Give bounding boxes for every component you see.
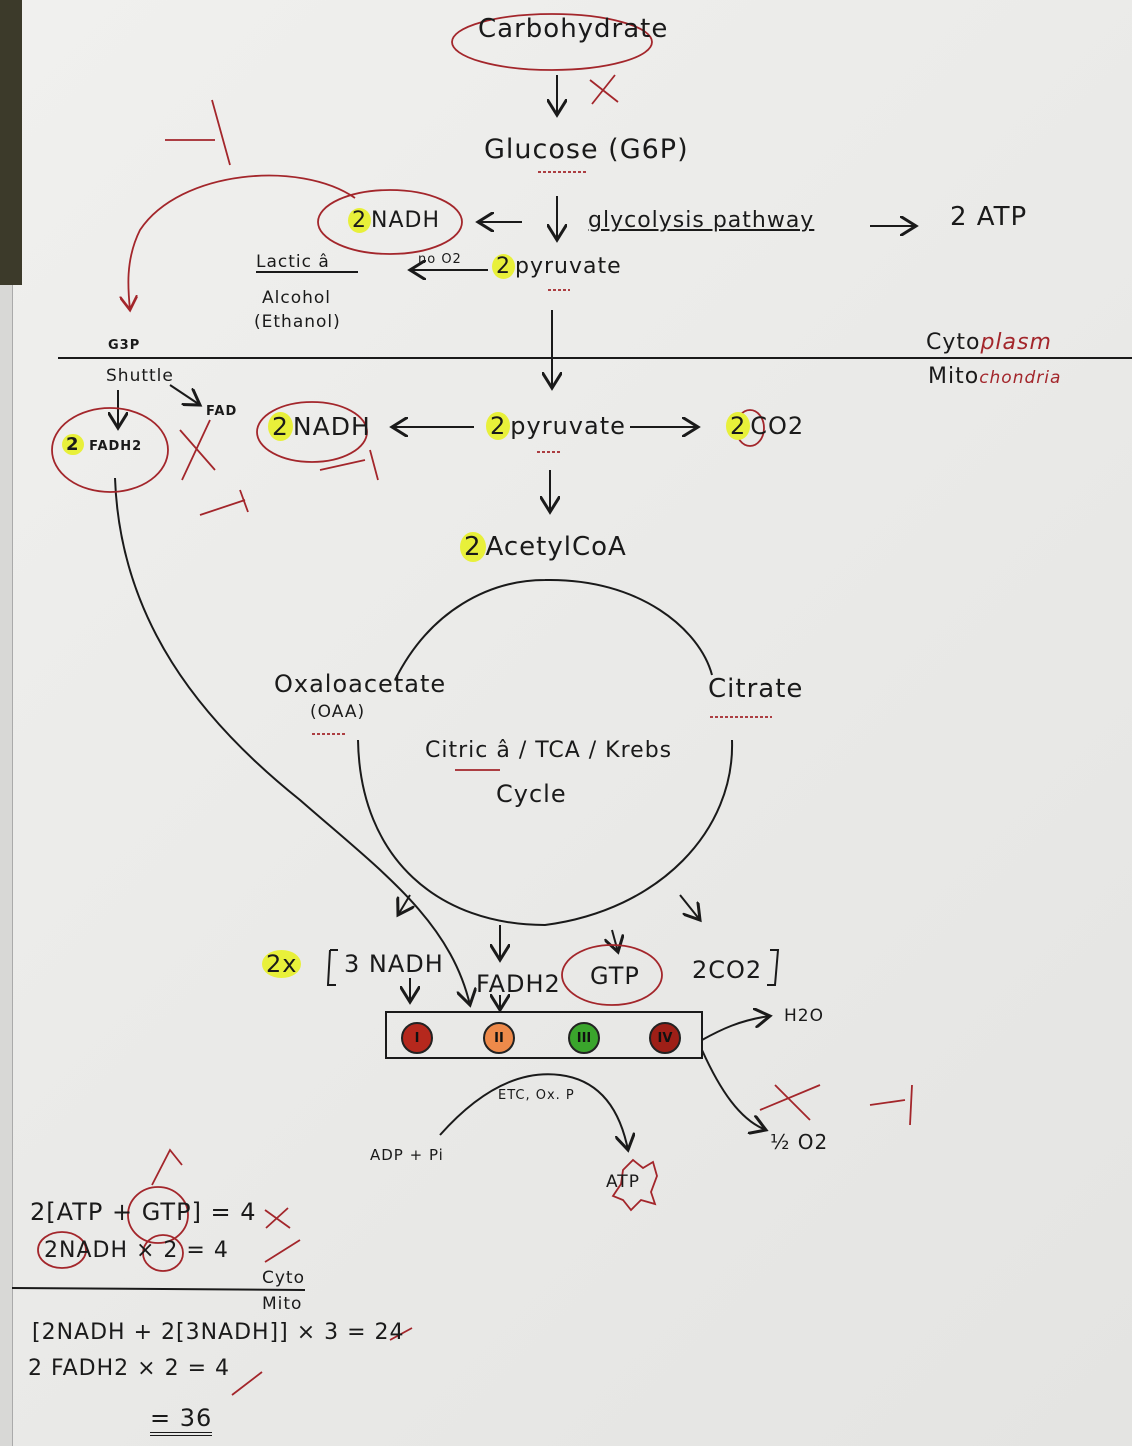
- co2-label: CO2: [750, 412, 805, 440]
- pyruvate-cyto-label: pyruvate: [515, 254, 622, 279]
- calc-line-2: 2NADH × 2 = 4: [44, 1238, 229, 1263]
- nadh-mito-count: 2: [268, 412, 293, 441]
- nadh-cyto-label: NADH: [371, 208, 440, 233]
- pyruvate-mito-count: 2: [486, 412, 511, 440]
- h2o-label: H2O: [784, 1006, 824, 1026]
- alcohol-label: Alcohol: [262, 288, 331, 308]
- product-gtp: GTP: [590, 962, 640, 990]
- ethanol-label: (Ethanol): [254, 312, 341, 332]
- g3p-label: G3P: [108, 338, 141, 353]
- pyruvate-cyto-count: 2: [492, 254, 515, 279]
- co2-count: 2: [726, 412, 751, 440]
- etc-label: ETC, Ox. P: [498, 1088, 575, 1103]
- paper-background: [10, 0, 1132, 1446]
- underlying-page: [0, 285, 13, 1446]
- acetylcoa-count: 2: [460, 532, 486, 562]
- acetylcoa-label: AcetylCoA: [485, 532, 627, 562]
- product-fadh2: FADH2: [476, 970, 561, 998]
- complex-i: I: [401, 1022, 433, 1054]
- citrate-label: Citrate: [708, 674, 804, 704]
- calc-line-4: 2 FADH2 × 2 = 4: [28, 1356, 230, 1381]
- mito-suffix: chondria: [979, 368, 1062, 388]
- red-annotations: [37, 13, 913, 1396]
- complex-iii: III: [568, 1022, 600, 1054]
- nadh-cyto-count: 2: [348, 208, 371, 233]
- shuttle-label: Shuttle: [106, 366, 174, 386]
- lactic-acid-label: Lactic â: [256, 252, 330, 272]
- carbohydrate-label: Carbohydrate: [478, 14, 669, 44]
- oxaloacetate-label: Oxaloacetate: [274, 670, 447, 698]
- calc-line-3: [2NADH + 2[3NADH]] × 3 = 24: [32, 1320, 405, 1345]
- mito-label: Mito: [928, 364, 980, 389]
- cyto-suffix: plasm: [980, 330, 1052, 355]
- fadh2-count: 2: [62, 434, 84, 455]
- complex-iv: IV: [649, 1022, 681, 1054]
- nadh-mito-label: NADH: [292, 412, 371, 441]
- glucose-label: Glucose (G6P): [484, 134, 689, 165]
- fadh2-to-etc-curve: [114, 477, 470, 1005]
- calc-line-1: 2[ATP + GTP] = 4: [30, 1198, 257, 1226]
- etc-membrane-box: [385, 1011, 703, 1059]
- glycolysis-label: glycolysis pathway: [588, 208, 815, 233]
- complex-ii: II: [483, 1022, 515, 1054]
- cyto-label: Cyto: [926, 330, 981, 355]
- calc-total: = 36: [150, 1404, 213, 1436]
- fad-label: FAD: [206, 404, 238, 419]
- cycle-name: Citric â / TCA / Krebs: [425, 738, 673, 763]
- multiplier-label: 2x: [262, 950, 302, 978]
- oaa-label: (OAA): [310, 702, 366, 722]
- krebs-cycle-circle: [357, 578, 734, 927]
- o2-label: ½ O2: [770, 1130, 829, 1154]
- adp-label: ADP + Pi: [370, 1146, 444, 1164]
- background-edge: [0, 0, 22, 285]
- no-o2-label: no O2: [418, 252, 462, 267]
- atp-output: ATP: [606, 1172, 640, 1192]
- glycolysis-atp: 2 ATP: [950, 202, 1028, 232]
- product-nadh: 3 NADH: [344, 950, 444, 978]
- calc-cyto: Cyto: [262, 1268, 305, 1288]
- pyruvate-mito-label: pyruvate: [510, 412, 626, 440]
- calc-mito: Mito: [262, 1294, 303, 1314]
- fadh2-label: FADH2: [89, 439, 143, 454]
- product-co2: 2CO2: [692, 956, 763, 984]
- cycle-label: Cycle: [496, 780, 567, 808]
